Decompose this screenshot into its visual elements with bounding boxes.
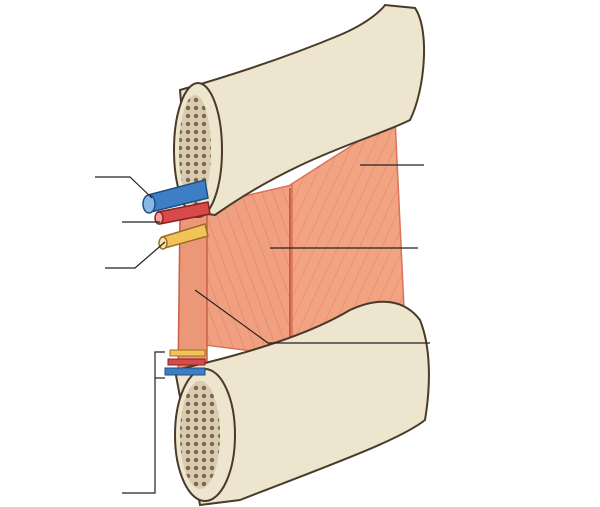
bracket-collateral-bundle bbox=[122, 351, 165, 494]
leader-lines bbox=[95, 164, 430, 494]
lower-rib-marrow bbox=[180, 381, 220, 489]
leader-line-innermost-intercostal bbox=[194, 289, 430, 344]
collateral-nerve bbox=[169, 349, 206, 357]
collateral-vein bbox=[164, 367, 206, 376]
leader-line-nerve bbox=[105, 241, 166, 269]
collateral-neurovascular-bundle bbox=[164, 349, 206, 376]
leader-line-vein bbox=[95, 176, 153, 199]
upper-neurovascular-bundle bbox=[142, 179, 211, 250]
lower-rib bbox=[173, 300, 430, 507]
upper-rib-marrow bbox=[179, 95, 211, 205]
collateral-artery bbox=[167, 358, 206, 366]
